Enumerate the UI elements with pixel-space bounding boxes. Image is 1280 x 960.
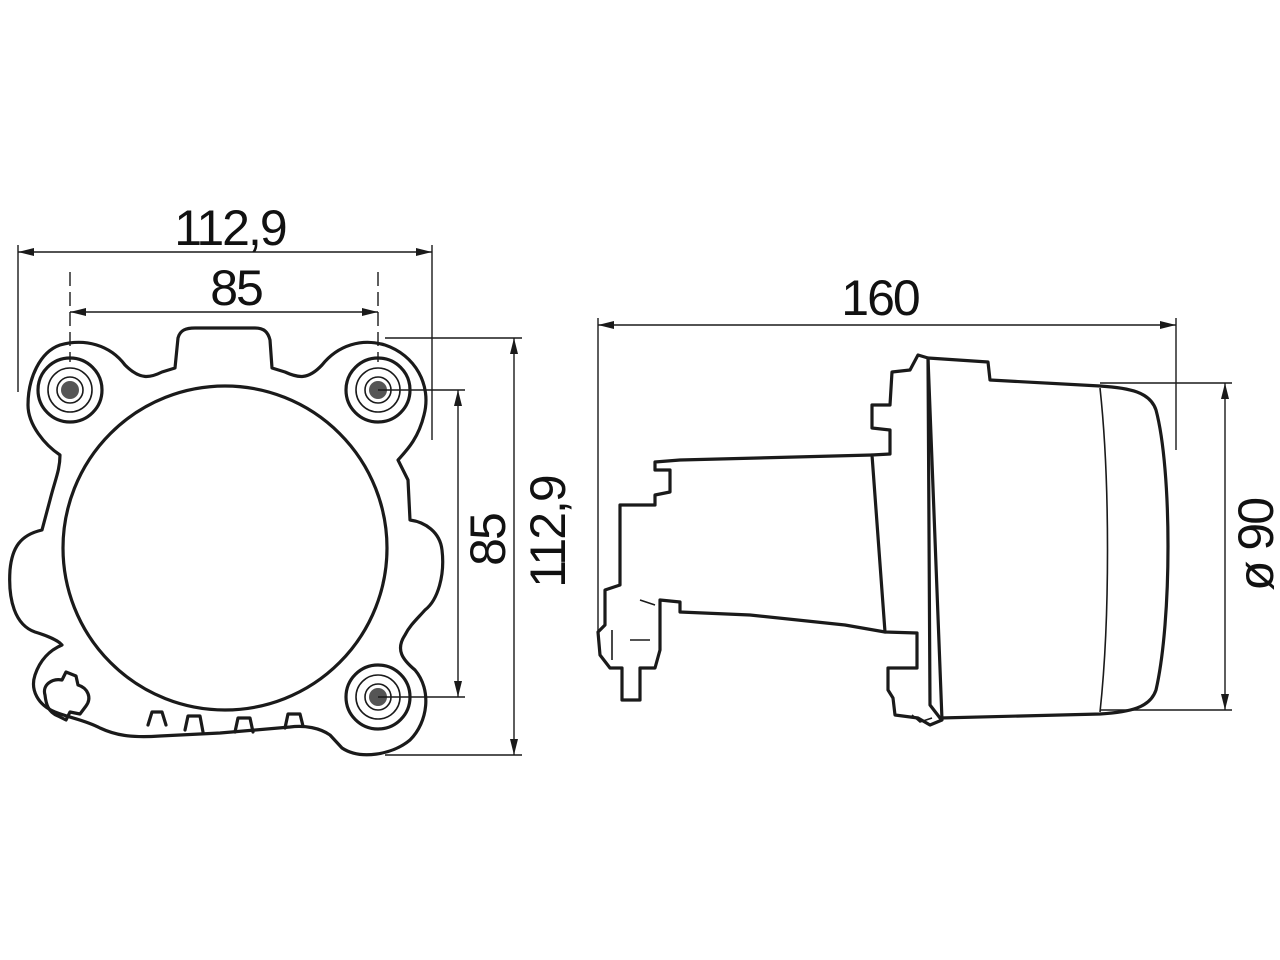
dimension-diameter — [1100, 382, 1232, 711]
flange-notch — [911, 714, 933, 723]
dimension-bolt-spacing-width — [69, 272, 379, 362]
bottom-teeth — [146, 710, 305, 734]
housing-outline — [8, 326, 445, 757]
connector-body — [596, 453, 887, 702]
dimension-overall-width — [17, 245, 433, 440]
side-view: 160 ø 90 — [596, 270, 1280, 727]
lens-circle — [61, 384, 389, 712]
dimension-label-length: 160 — [841, 270, 919, 326]
mounting-slot — [42, 670, 91, 722]
dimension-label-overall-height: 112,9 — [520, 476, 576, 588]
connector-detail — [611, 599, 656, 660]
mounting-flange — [870, 353, 944, 727]
dimension-label-bolt-spacing-width: 85 — [210, 260, 262, 316]
lens-inner-line — [1099, 387, 1109, 713]
lens-dome — [926, 356, 1170, 720]
bolt-top-left — [36, 356, 104, 424]
dimension-label-diameter: ø 90 — [1228, 499, 1280, 591]
dimension-label-bolt-spacing-height: 85 — [460, 514, 516, 566]
dimension-bolt-spacing-height — [378, 389, 465, 698]
dimension-overall-height — [385, 337, 522, 756]
front-view: 112,9 85 85 112,9 — [8, 200, 576, 757]
dimension-label-overall-width: 112,9 — [174, 200, 286, 256]
dimension-length — [597, 318, 1177, 632]
